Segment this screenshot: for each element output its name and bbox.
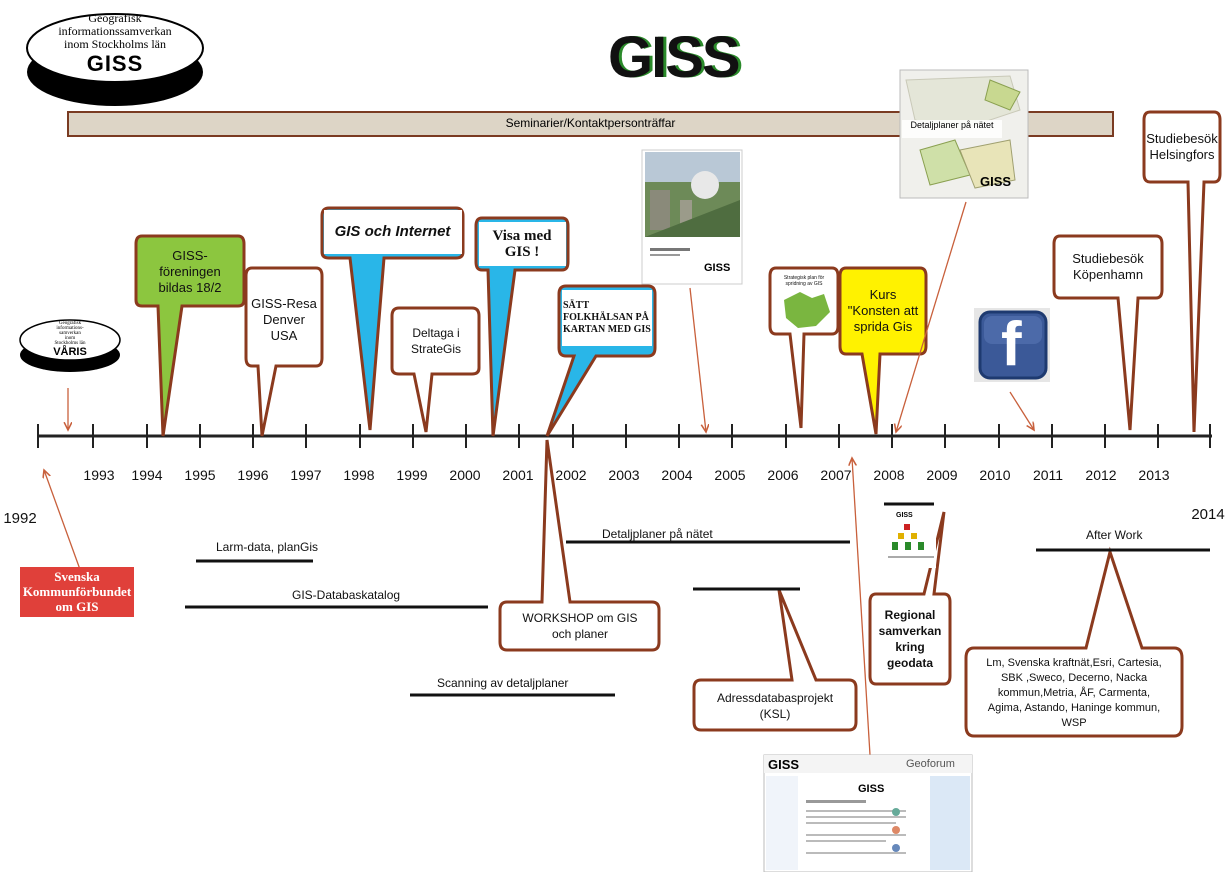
svenska-line-3: om GIS [55,599,99,614]
detaljplaner-image-mark: GISS [980,174,1012,189]
geoforum-title: Geoforum [906,758,955,770]
year-label: 2006 [767,467,799,483]
year-label: 2011 [1032,467,1064,483]
varis-line-4: inom [64,336,76,341]
year-label: 1996 [237,467,269,483]
report-cover-image [641,149,743,285]
year-label: 2001 [502,467,534,483]
geoforum-screenshot [763,754,973,872]
year-label: 1998 [343,467,375,483]
varis-line-3: samverkan [59,331,81,336]
callout-regional [868,511,952,686]
detaljplaner-image-title: Detaljplaner på nätet [910,120,994,130]
callout-text-strategisk-plan: Strategisk plan för spridning av GIS [783,275,825,287]
year-label: 2002 [555,467,587,483]
small-giss-image [886,510,936,568]
giss-logo-center: GISS [608,28,756,88]
varis-logo [19,319,121,372]
callout-workshop [498,439,661,652]
callout-giss-foreningen [134,234,246,437]
callout-partners [964,546,1184,738]
timeline-axis [37,424,1212,448]
callout-text-kopenhamn: Studiebesök Köpenhamn [1072,251,1144,282]
varis-logo-text: Geografisk informations- samverkan inom … [22,321,118,359]
year-end: 2014 [1191,506,1225,523]
callout-deltaga [390,306,481,433]
year-label: 2010 [979,467,1011,483]
detaljplaner-map-image [899,69,1029,199]
giss-logo-left [26,13,204,106]
callout-text-deltaga: Deltaga i StrateGis [410,326,461,356]
logo-mark: GISS [86,51,144,76]
geoforum-mark: GISS [768,757,800,772]
bar-label-databaskatalog: GIS-Databaskatalog [292,588,401,602]
logo-line-3: inom Stockholms län [64,37,166,51]
small-giss-mark: GISS [896,512,913,519]
year-label: 2013 [1138,467,1170,483]
callout-text-partners: Lm, Svenska kraftnät,Esri, Cartesia, SBK… [986,656,1162,729]
facebook-letter: f [1001,310,1022,379]
callout-text-regional: Regional samverkan kring geodata [878,608,942,670]
callout-visa-med-gis [474,216,570,437]
callout-gis-internet [320,206,465,431]
callout-text-visa-med-gis: Visa med GIS ! [492,228,552,260]
varis-line-5: Stockholms län [54,341,86,346]
giss-logo-left-text: Geografisk informationssamverkan inom St… [28,12,202,77]
year-label: 2008 [873,467,905,483]
callout-adress [692,589,858,732]
callout-text-gis-internet: GIS och Internet [334,223,451,240]
year-label: 2005 [714,467,746,483]
svenska-line-1: Svenska [54,569,100,584]
callout-text-kurs: Kurs "Konsten att sprida Gis [847,287,919,334]
year-label: 2004 [661,467,693,483]
year-label: 1993 [83,467,115,483]
callout-helsingfors [1142,110,1222,433]
svenska-line-2: Kommunförbundet [22,584,132,599]
logo-line-2: informationssamverkan [58,24,172,38]
geoforum-center-mark: GISS [858,783,885,795]
facebook-icon [974,308,1050,382]
year-label: 2003 [608,467,640,483]
callout-strategisk-plan [768,266,840,429]
bar-label-after-work: After Work [1086,528,1143,542]
giss-logo-center-text: GISS [608,25,741,90]
year-start: 1992 [3,510,37,527]
bar-label-larm: Larm-data, planGis [216,540,319,554]
year-label: 1999 [396,467,428,483]
varis-line-2: informations- [56,326,84,331]
strategisk-plan-image [784,292,830,328]
year-label: 2012 [1085,467,1117,483]
year-label: 1995 [184,467,216,483]
callout-kurs [838,266,928,435]
callout-giss-resa [244,266,324,437]
callout-text-adress: Adressdatabasprojekt (KSL) [716,691,834,721]
logo-line-1: Geografisk [88,11,142,25]
callout-text-workshop: WORKSHOP om GIS och planer [522,611,638,641]
year-label: 1994 [131,467,163,483]
bar-label-detaljplaner: Detaljplaner på nätet [602,527,713,541]
callout-kopenhamn [1052,234,1164,431]
year-label: 2000 [449,467,481,483]
year-label: 2007 [820,467,852,483]
seminar-label: Seminarier/Kontaktpersonträffar [505,116,676,130]
year-label: 1997 [290,467,322,483]
year-label: 2009 [926,467,958,483]
callout-text-folkhalsan: SÄTT FOLKHÄLSAN PÅ KARTAN MED GIS [563,300,651,335]
report-mark: GISS [704,262,731,274]
varis-line-1: Geografisk [58,321,82,326]
bar-label-scanning: Scanning av detaljplaner [437,676,569,690]
callout-text-giss-foreningen: GISS-föreningen bildas 18/2 [158,248,222,295]
callout-text-giss-resa: GISS-Resa Denver USA [251,296,317,343]
varis-mark: VÅRIS [53,346,87,358]
svenska-kommunforbundet-logo [20,567,134,617]
callout-text-helsingfors: Studiebesök Helsingfors [1146,131,1218,162]
svenska-logo-text: Svenska Kommunförbundet om GIS [20,569,134,614]
